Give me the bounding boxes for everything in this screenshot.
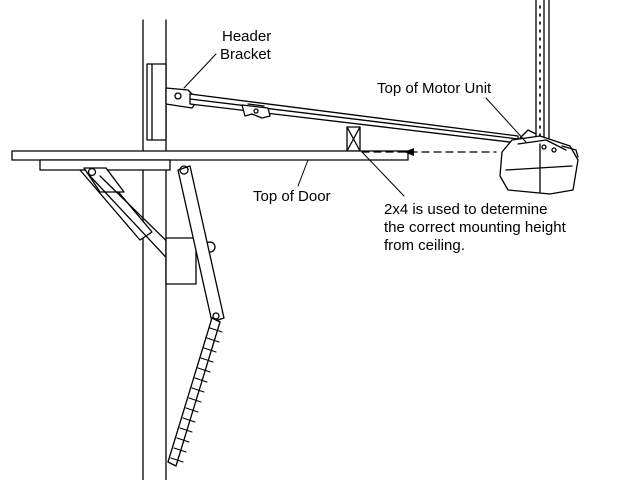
top-of-door <box>11 150 409 171</box>
note-line3: from ceiling. <box>384 237 465 254</box>
ceiling-beam <box>530 0 553 143</box>
two-by-four-block <box>346 126 361 152</box>
top-of-door-label: Top of Door <box>253 188 331 205</box>
header-bracket-label-line2: Bracket <box>220 46 271 63</box>
note-line2: the correct mounting height <box>384 219 566 236</box>
motor-unit <box>499 129 579 195</box>
note-line1: 2x4 is used to determine <box>384 201 548 218</box>
door-arm-bracket <box>79 167 187 269</box>
mounting-height-arrow <box>361 148 497 156</box>
wall-post <box>142 19 167 480</box>
leader-lines <box>183 53 527 197</box>
spring <box>167 312 223 467</box>
door-arm <box>177 165 225 323</box>
header-bracket-label-line1: Header <box>222 28 272 45</box>
top-of-motor-unit-label: Top of Motor Unit <box>377 80 492 97</box>
